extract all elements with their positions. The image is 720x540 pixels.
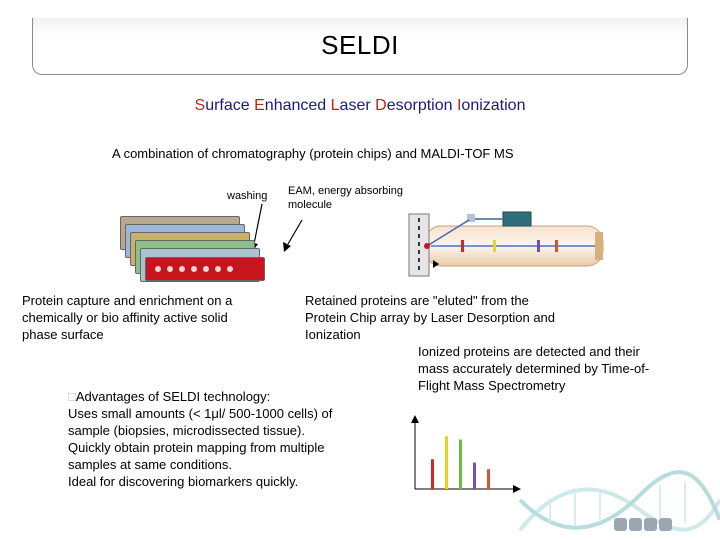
eam-label-line1: EAM, energy absorbing bbox=[288, 185, 403, 197]
chip-spot bbox=[155, 266, 161, 272]
chip-spot bbox=[215, 266, 221, 272]
arrows bbox=[250, 203, 303, 252]
ion-arrow bbox=[433, 260, 439, 268]
subtitle-word: Laser bbox=[330, 97, 371, 114]
spectrum-y-arrowhead bbox=[411, 415, 419, 423]
washing-arrow bbox=[253, 203, 263, 245]
retained-line3: Ionization bbox=[305, 327, 361, 342]
ion-marker bbox=[493, 240, 496, 252]
advantages-line4: samples at same conditions. bbox=[68, 457, 233, 472]
subtitle-word: Enhanced bbox=[254, 97, 327, 114]
ion-marker bbox=[537, 240, 540, 252]
eam-arrowhead bbox=[283, 242, 291, 252]
chip-spot bbox=[203, 266, 209, 272]
bullet-icon: □ bbox=[68, 389, 76, 404]
chip-spot bbox=[227, 266, 233, 272]
advantages-heading: □Advantages of SELDI technology: bbox=[68, 389, 271, 404]
logo-block bbox=[629, 518, 642, 531]
protein-chip-stack bbox=[108, 216, 265, 296]
tof-instrument bbox=[408, 211, 604, 277]
detector bbox=[595, 232, 603, 260]
helix-strand bbox=[518, 487, 720, 532]
subtitle: Surface Enhanced Laser Desorption Ioniza… bbox=[0, 97, 720, 115]
spectrum-x-arrowhead bbox=[513, 485, 521, 493]
chip-spot bbox=[179, 266, 185, 272]
spectrum-peak bbox=[459, 439, 462, 489]
mass-spectrum bbox=[411, 415, 521, 493]
spectrum-peak bbox=[473, 462, 476, 489]
eam-arrow bbox=[287, 219, 303, 245]
washing-label: washing bbox=[227, 190, 268, 202]
logo-block bbox=[644, 518, 657, 531]
detected-line1: Ionized proteins are detected and their bbox=[418, 344, 640, 359]
subtitle-word: Surface bbox=[194, 97, 250, 114]
logo-block bbox=[614, 518, 627, 531]
intro-text: A combination of chromatography (protein… bbox=[112, 146, 514, 161]
advantages-line2: sample (biopsies, microdissected tissue)… bbox=[68, 423, 305, 438]
capture-line2: chemically or bio affinity active solid bbox=[22, 310, 228, 325]
chip-spot bbox=[167, 266, 173, 272]
title-frame bbox=[32, 18, 688, 75]
helix-strand bbox=[518, 470, 720, 530]
detected-line2: mass accurately determined by Time-of- bbox=[418, 361, 650, 376]
chip-spot bbox=[191, 266, 197, 272]
ion-marker bbox=[555, 240, 558, 252]
spectrum-peak bbox=[445, 436, 448, 489]
retained-line1: Retained proteins are "eluted" from the bbox=[305, 293, 529, 308]
spectrum-peak bbox=[431, 459, 434, 489]
ion-marker bbox=[461, 240, 464, 252]
detected-line3: Flight Mass Spectrometry bbox=[418, 378, 566, 393]
laser-unit bbox=[502, 211, 532, 227]
page-title: SELDI bbox=[321, 30, 399, 60]
subtitle-word: Desorption bbox=[375, 97, 453, 114]
eam-label-line2: molecule bbox=[288, 199, 333, 211]
advantages-line1: Uses small amounts (< 1μl/ 500-1000 cell… bbox=[68, 406, 333, 421]
retained-line2: Protein Chip array by Laser Desorption a… bbox=[305, 310, 556, 325]
dna-helix-decoration bbox=[518, 470, 720, 532]
advantages-line5: Ideal for discovering biomarkers quickly… bbox=[68, 474, 299, 489]
capture-line1: Protein capture and enrichment on a bbox=[22, 293, 233, 308]
sample-spot bbox=[424, 243, 430, 249]
logo-block bbox=[659, 518, 672, 531]
capture-line3: phase surface bbox=[22, 327, 104, 342]
spectrum-peak bbox=[487, 469, 490, 489]
subtitle-word: Ionization bbox=[456, 97, 526, 114]
laser-path bbox=[426, 219, 470, 247]
advantages-line3: Quickly obtain protein mapping from mult… bbox=[68, 440, 325, 455]
